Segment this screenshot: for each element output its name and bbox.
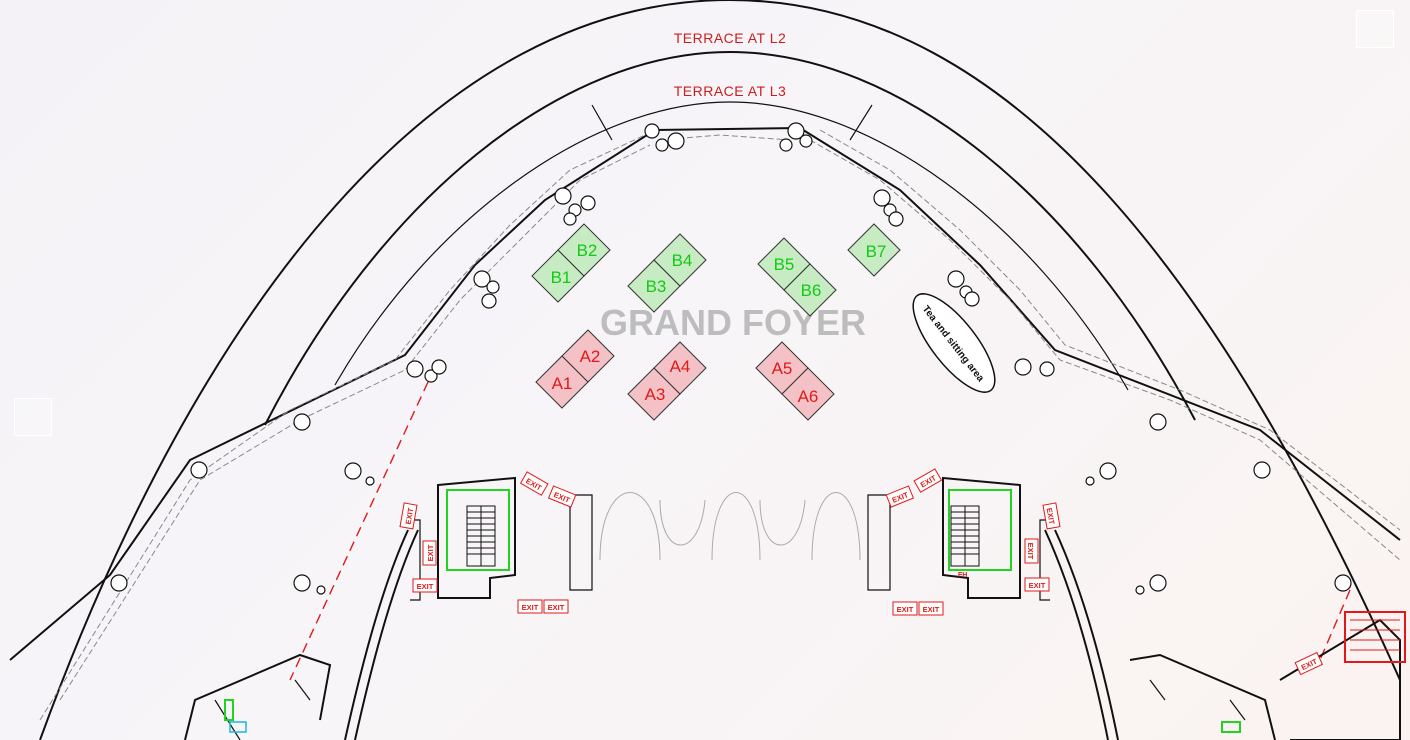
terrace-divider-right bbox=[849, 104, 873, 141]
exit-sign-4: EXIT bbox=[422, 540, 437, 566]
booth-b4[interactable]: B4 bbox=[653, 233, 707, 287]
booth-b2[interactable]: B2 bbox=[557, 223, 611, 277]
exit-sign-15: EXIT bbox=[1294, 651, 1324, 676]
booth-b7[interactable]: B7 bbox=[847, 223, 901, 277]
terrace-l2-outer-arc bbox=[39, 0, 1401, 740]
grand-foyer-title: GRAND FOYER bbox=[600, 302, 866, 343]
exit-sign-5-label: EXIT bbox=[417, 582, 434, 591]
exit-sign-7: EXIT bbox=[543, 599, 569, 614]
exit-sign-8: EXIT bbox=[885, 485, 915, 508]
corner-toggle-left[interactable] bbox=[14, 398, 52, 436]
exit-sign-10-label: EXIT bbox=[1045, 507, 1057, 525]
booth-b6-label: B6 bbox=[801, 281, 822, 300]
stair-core-left bbox=[410, 476, 593, 601]
booth-a6-label: A6 bbox=[798, 387, 819, 406]
boundary-dashed-right bbox=[1319, 589, 1351, 661]
hall-front-left bbox=[354, 529, 419, 740]
exit-sign-14-label: EXIT bbox=[923, 605, 940, 614]
facade-truss-right-2 bbox=[819, 129, 1401, 531]
exit-sign-2: EXIT bbox=[547, 485, 577, 508]
booth-a4[interactable]: A4 bbox=[653, 341, 707, 395]
exit-sign-7-label: EXIT bbox=[548, 603, 565, 612]
booth-a6[interactable]: A6 bbox=[781, 367, 835, 421]
exit-sign-12-label: EXIT bbox=[1029, 581, 1046, 590]
facade-truss-left-2 bbox=[39, 134, 646, 721]
exit-sign-4-label: EXIT bbox=[426, 544, 435, 561]
booth-a2[interactable]: A2 bbox=[561, 329, 615, 383]
booth-b7-label: B7 bbox=[866, 242, 887, 261]
exit-sign-5: EXIT bbox=[412, 578, 438, 593]
exit-sign-9: EXIT bbox=[913, 468, 943, 493]
booth-a5-label: A5 bbox=[772, 359, 793, 378]
terrace-l3-arc bbox=[334, 101, 1129, 391]
exit-sign-13-label: EXIT bbox=[897, 605, 914, 614]
stair-core-right bbox=[867, 476, 1050, 601]
exit-sign-10: EXIT bbox=[1042, 502, 1061, 530]
exit-sign-13: EXIT bbox=[892, 601, 918, 616]
lower-right-structure bbox=[1129, 611, 1406, 740]
fire-hose-label: FH bbox=[958, 572, 967, 579]
boundary-dashed-left bbox=[289, 381, 429, 681]
exit-sign-11: EXIT bbox=[1024, 538, 1039, 564]
facade-truss-left bbox=[59, 144, 651, 701]
exit-sign-3: EXIT bbox=[399, 502, 418, 530]
booth-a2-label: A2 bbox=[580, 347, 601, 366]
lower-left-structure bbox=[184, 653, 332, 740]
booth-b5-label: B5 bbox=[774, 255, 795, 274]
booth-b3-label: B3 bbox=[646, 277, 667, 296]
exit-sign-6: EXIT bbox=[517, 599, 543, 614]
hall-front-right bbox=[1044, 529, 1109, 740]
exit-sign-6-label: EXIT bbox=[522, 603, 539, 612]
exit-sign-3-label: EXIT bbox=[404, 507, 416, 525]
booth-b4-label: B4 bbox=[672, 251, 693, 270]
booth-a1-label: A1 bbox=[552, 374, 573, 393]
terrace-l2-label: TERRACE AT L2 bbox=[674, 30, 787, 46]
exit-sign-1: EXIT bbox=[519, 471, 549, 496]
hall-front-left-2 bbox=[344, 529, 409, 740]
exit-sign-12: EXIT bbox=[1024, 577, 1050, 592]
facade-wall bbox=[9, 126, 1401, 661]
facade-columns bbox=[110, 122, 1352, 595]
tea-sitting-area[interactable]: Tea and sitting area bbox=[900, 282, 1009, 404]
booth-b6[interactable]: B6 bbox=[783, 263, 837, 317]
exit-sign-11-label: EXIT bbox=[1026, 543, 1035, 560]
booth-b1-label: B1 bbox=[551, 268, 572, 287]
terrace-l3-label: TERRACE AT L3 bbox=[674, 83, 787, 99]
facade-truss-right bbox=[809, 139, 1401, 561]
booth-b2-label: B2 bbox=[577, 241, 598, 260]
corner-toggle-top-right[interactable] bbox=[1356, 10, 1394, 48]
terrace-l2-inner-arc bbox=[264, 50, 1196, 426]
hall-front-right-2 bbox=[1054, 529, 1119, 740]
exit-sign-14: EXIT bbox=[918, 601, 944, 616]
terrace-divider-left bbox=[591, 104, 613, 141]
door-swings bbox=[599, 492, 861, 561]
booth-a4-label: A4 bbox=[670, 357, 691, 376]
booth-a3-label: A3 bbox=[645, 385, 666, 404]
